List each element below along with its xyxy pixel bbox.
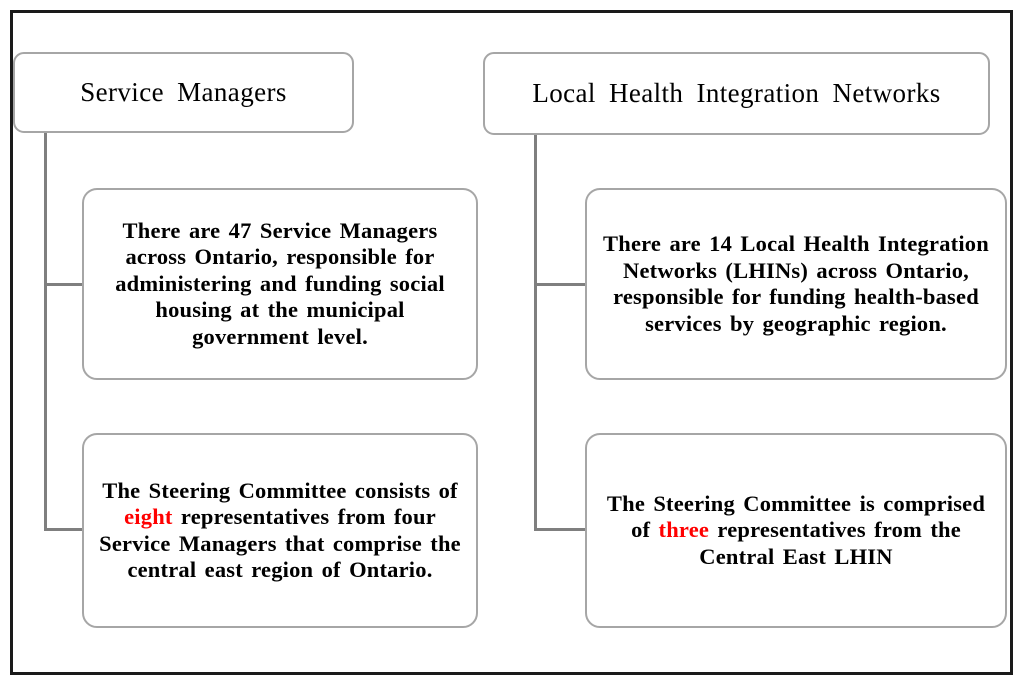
connector-right-trunk	[534, 135, 537, 531]
service-managers-title-box: Service Managers	[13, 52, 354, 133]
steering-highlight-three: three	[658, 517, 710, 543]
connector-right-branch-1	[534, 283, 585, 286]
steering-text-pre: The Steering Committee is comprised of	[606, 490, 986, 543]
steering-text-post: representatives from four Service Manage…	[99, 504, 461, 582]
service-managers-title: Service Managers	[80, 77, 287, 107]
lhin-title-box: Local Health Integration Networks	[483, 52, 990, 135]
lhin-steering-text: The Steering Committee is comprised of t…	[595, 491, 997, 571]
connector-left-trunk	[44, 133, 47, 531]
lhin-description: There are 14 Local Health Integration Ne…	[603, 231, 989, 336]
service-managers-steering-text: The Steering Committee consists of eight…	[94, 478, 466, 584]
connector-left-branch-1	[44, 283, 82, 286]
connector-left-branch-2	[44, 528, 82, 531]
service-managers-steering-box: The Steering Committee consists of eight…	[82, 433, 478, 628]
lhin-title: Local Health Integration Networks	[532, 78, 941, 108]
steering-text-post: representatives from the Central East LH…	[699, 517, 961, 569]
outer-frame-border	[10, 10, 1013, 675]
steering-text-pre: The Steering Committee consists of	[102, 477, 458, 503]
steering-highlight-eight: eight	[124, 504, 173, 529]
service-managers-description: There are 47 Service Managers across Ont…	[115, 217, 445, 349]
lhin-description-box: There are 14 Local Health Integration Ne…	[585, 188, 1007, 380]
connector-right-branch-2	[534, 528, 585, 531]
lhin-steering-box: The Steering Committee is comprised of t…	[585, 433, 1007, 628]
service-managers-description-box: There are 47 Service Managers across Ont…	[82, 188, 478, 380]
